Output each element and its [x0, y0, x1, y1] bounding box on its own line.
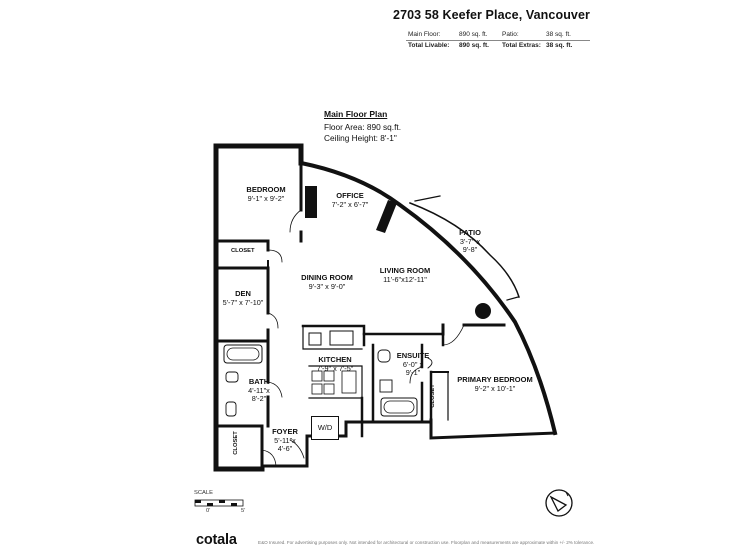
room-kitchen: KITCHEN 7'-9" x 7'-5": [316, 355, 354, 373]
ceiling-height: Ceiling Height: 8'-1": [324, 133, 397, 143]
north-arrow-icon: [545, 489, 573, 517]
room-foyer: FOYER 5'-11"x 4'-6": [272, 427, 298, 454]
main-floor-value: 890 sq. ft.: [459, 31, 488, 38]
scale-start: 0': [206, 508, 211, 514]
property-address: 2703 58 Keefer Place, Vancouver: [393, 8, 590, 22]
total-extras-label: Total Extras:: [502, 42, 541, 49]
room-bedroom: BEDROOM 9'-1" x 9'-2": [246, 185, 286, 203]
patio-label: Patio:: [502, 31, 519, 38]
room-dining: DINING ROOM 9'-3" x 9'-0": [301, 273, 353, 291]
total-extras-value: 38 sq. ft.: [546, 42, 573, 49]
fireplace: [305, 186, 317, 218]
room-ensuite: ENSUITE 6'-0" x 9'-1": [396, 351, 430, 378]
closet-bedroom: CLOSET: [231, 248, 255, 254]
main-floor-label: Main Floor:: [408, 31, 441, 38]
room-living: LIVING ROOM 11'-6"x12'-11": [379, 266, 431, 284]
header-divider: [406, 40, 590, 41]
room-office: OFFICE 7'-2" x 6'-7": [331, 191, 369, 209]
total-livable-label: Total Livable:: [408, 42, 450, 49]
scale-end: 5': [241, 508, 246, 514]
brand-logo: cotala: [196, 532, 237, 548]
patio-value: 38 sq. ft.: [546, 31, 571, 38]
closet-primary: CLOSET: [429, 384, 436, 408]
closet-foyer: CLOSET: [232, 431, 239, 455]
total-livable-value: 890 sq. ft.: [459, 42, 489, 49]
room-primary-bedroom: PRIMARY BEDROOM 9'-2" x 10'-1": [457, 375, 533, 393]
room-den: DEN 5'-7" x 7'-10": [222, 289, 264, 307]
floor-area: Floor Area: 890 sq.ft.: [324, 122, 402, 132]
scale-label: SCALE: [194, 490, 214, 496]
room-patio: PATIO 3'-7" x 9'-8": [459, 228, 481, 255]
room-bath: BATH 4'-11"x 8'-2": [248, 377, 270, 404]
washer-dryer: W/D: [311, 416, 339, 440]
disclaimer: E&O Insured. For advertising purposes on…: [258, 540, 595, 545]
plan-title: Main Floor Plan: [324, 109, 388, 119]
